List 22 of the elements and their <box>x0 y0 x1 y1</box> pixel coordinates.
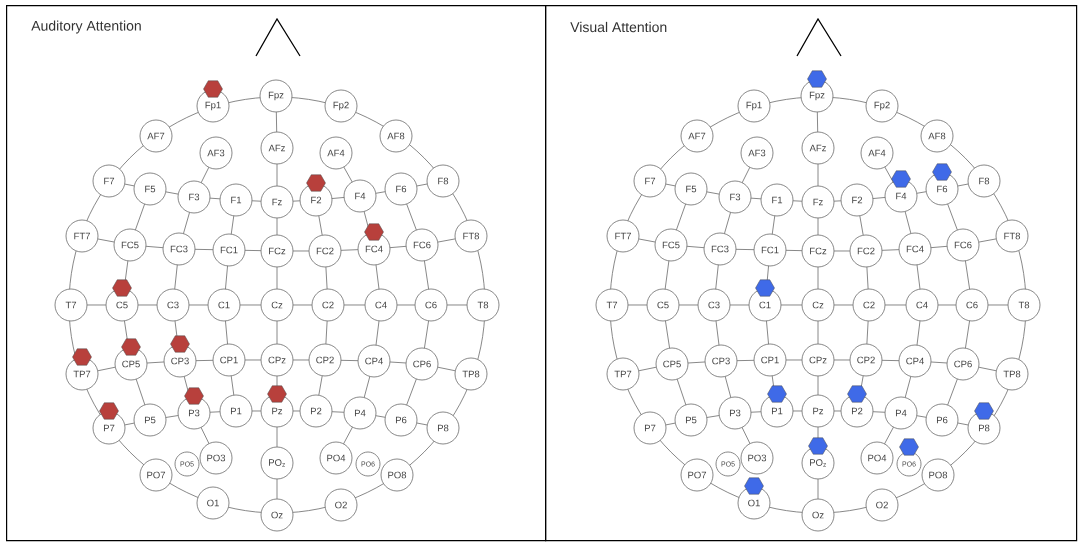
marker-hexagon <box>203 80 223 98</box>
marker-hexagon <box>891 170 911 188</box>
marker-hexagon <box>974 402 994 420</box>
marker-hexagon <box>932 163 952 181</box>
marker-hexagon <box>306 174 326 192</box>
marker-hexagon <box>808 437 828 455</box>
marker-hexagon <box>807 70 827 88</box>
marker-hexagon <box>170 335 190 353</box>
marker-hexagon <box>755 279 775 297</box>
marker-hexagon <box>744 477 764 495</box>
marker-hexagon <box>72 348 92 366</box>
marker-hexagon <box>121 338 141 356</box>
marker-hexagon <box>184 387 204 405</box>
marker-hexagon <box>112 279 132 297</box>
marker-hexagon <box>847 385 867 403</box>
marker-hexagon <box>899 438 919 456</box>
node-label: Oz <box>271 511 283 519</box>
marker-hexagon <box>767 385 787 403</box>
marker-hexagon <box>99 402 119 420</box>
marker-hexagon <box>364 223 384 241</box>
marker-hexagon <box>267 385 287 403</box>
node-label: Oz <box>812 511 824 519</box>
